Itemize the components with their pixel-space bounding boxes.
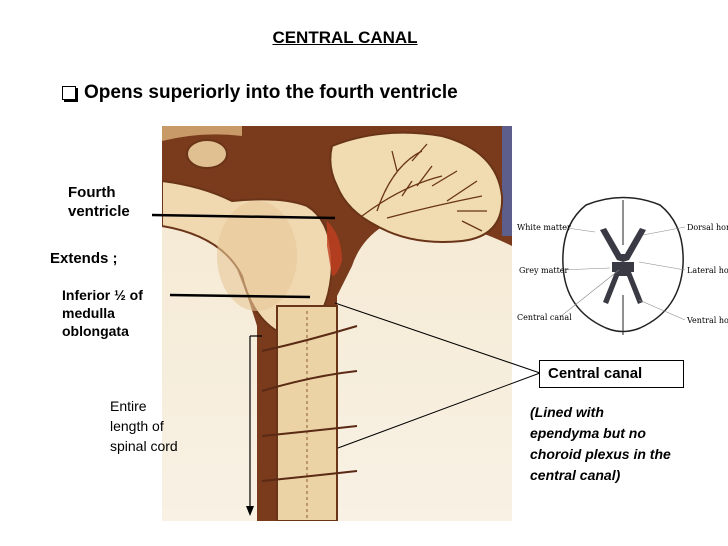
label-fourth-line1: Fourth bbox=[68, 184, 116, 201]
label-grey-matter: Grey matter bbox=[519, 266, 569, 275]
label-fourth-ventricle: Fourth ventricle bbox=[68, 183, 130, 221]
slide-title: CENTRAL CANAL bbox=[272, 28, 418, 47]
bullet-text: Opens superiorly into the fourth ventric… bbox=[84, 82, 458, 103]
label-lined-line4: central canal) bbox=[530, 467, 621, 483]
label-inferior-line1: Inferior ½ of bbox=[62, 287, 143, 303]
label-entire-line2: length of bbox=[110, 418, 164, 434]
label-fourth-line2: ventricle bbox=[68, 203, 130, 220]
label-entire-line3: spinal cord bbox=[110, 438, 178, 454]
label-inferior-line2: medulla bbox=[62, 305, 115, 321]
label-entire-spinal-cord: Entire length of spinal cord bbox=[110, 396, 178, 456]
label-central-canal-box: Central canal bbox=[539, 360, 684, 388]
label-white-matter: White matter bbox=[517, 223, 571, 232]
label-lined-line1: (Lined with bbox=[530, 404, 604, 420]
label-central-canal-small: Central canal bbox=[517, 313, 572, 322]
spinal-cord-cross-section: White matter Grey matter Central canal D… bbox=[515, 190, 728, 340]
arbor-vitae bbox=[361, 143, 487, 232]
label-inferior-line3: oblongata bbox=[62, 323, 129, 339]
label-lined-line2: ependyma but no bbox=[530, 425, 646, 441]
label-dorsal-horn: Dorsal horn bbox=[687, 223, 728, 232]
label-lateral-horn: Lateral horn bbox=[687, 266, 728, 275]
brainstem-spinal-cord-illustration bbox=[162, 126, 512, 521]
checkbox-bullet-icon bbox=[62, 86, 76, 100]
label-inferior-medulla: Inferior ½ of medulla oblongata bbox=[62, 286, 143, 340]
label-lined-with-ependyma: (Lined with ependyma but no choroid plex… bbox=[530, 402, 700, 486]
label-extends: Extends ; bbox=[50, 250, 118, 267]
label-lined-line3: choroid plexus in the bbox=[530, 446, 671, 462]
label-entire-line1: Entire bbox=[110, 398, 147, 414]
label-ventral-horn: Ventral horn bbox=[686, 316, 728, 325]
bullet-point: Opens superiorly into the fourth ventric… bbox=[62, 82, 458, 104]
